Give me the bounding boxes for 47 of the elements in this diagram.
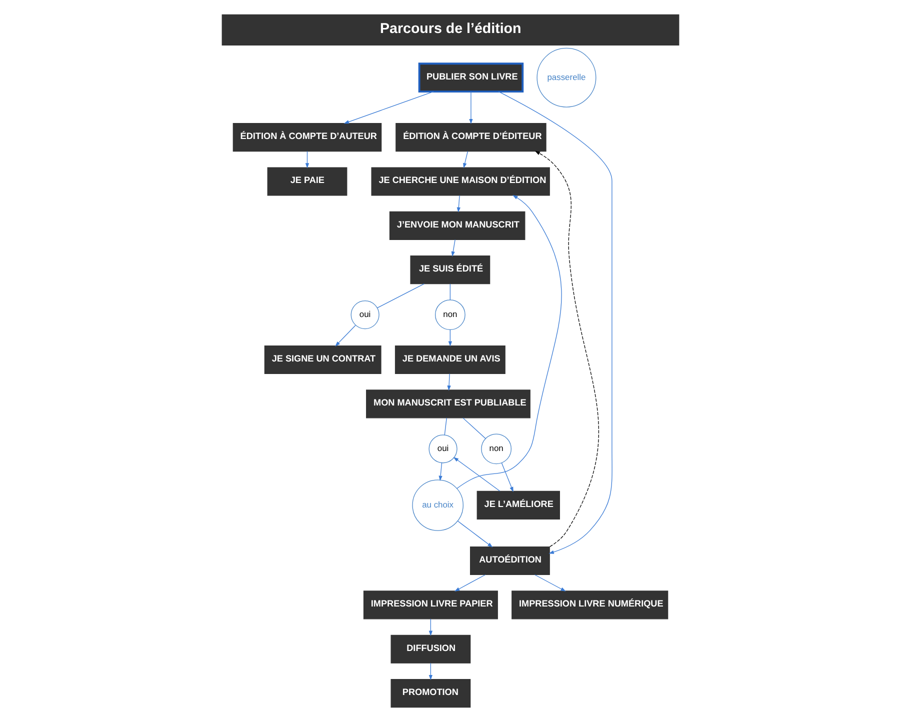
node-box: DIFFUSION <box>390 634 470 663</box>
arrow <box>498 90 612 554</box>
node-box: JE SIGNE UN CONTRAT <box>264 344 381 374</box>
arrow <box>438 462 442 480</box>
arrow <box>343 90 434 124</box>
connector <box>444 417 446 435</box>
node-box: PUBLIER SON LIVRE <box>418 62 524 92</box>
arrow <box>454 574 486 591</box>
arrow <box>448 328 452 346</box>
arrow <box>428 618 432 636</box>
arrow <box>534 574 566 591</box>
node-box: PROMOTION <box>390 678 470 708</box>
arrow <box>456 194 562 488</box>
node-box: JE L’AMÉLIORE <box>476 490 560 520</box>
arrow <box>428 662 432 680</box>
node-box: ÉDITION À COMPTE D’AUTEUR <box>232 122 382 152</box>
connector <box>376 283 424 308</box>
connector <box>449 283 450 300</box>
node-box: ÉDITION À COMPTE D’ÉDITEUR <box>395 122 546 152</box>
node-box: AUTOÉDITION <box>470 546 550 575</box>
arrow <box>456 194 460 212</box>
node-circle: au choix <box>412 479 463 530</box>
arrow <box>450 238 455 256</box>
node-circle: oui <box>350 300 379 329</box>
node-box: JE SUIS ÉDITÉ <box>410 255 490 284</box>
node-box: IMPRESSION LIVRE PAPIER <box>362 590 498 619</box>
diagram-title: Parcours de l’édition <box>380 20 521 36</box>
arrow <box>462 150 468 168</box>
node-box: JE PAIE <box>266 166 347 196</box>
node-box: JE CHERCHE UNE MAISON D’ÉDITION <box>370 166 550 196</box>
arrow <box>452 456 500 491</box>
arrow <box>534 150 598 546</box>
connector <box>462 417 486 438</box>
node-circle: non <box>434 299 465 330</box>
arrow <box>446 372 450 390</box>
node-box: JE DEMANDE UN AVIS <box>394 344 505 374</box>
node-box: J’ENVOIE MON MANUSCRIT <box>388 210 525 240</box>
arrow <box>500 462 513 492</box>
node-circle: passerelle <box>536 47 596 107</box>
arrow <box>304 150 309 168</box>
arrow <box>468 90 472 124</box>
node-box: IMPRESSION LIVRE NUMÉRIQUE <box>511 590 668 619</box>
arrow <box>334 324 356 346</box>
node-box: MON MANUSCRIT EST PUBLIABLE <box>366 389 530 418</box>
arrow <box>456 520 492 547</box>
node-circle: oui <box>428 434 457 463</box>
node-circle: non <box>480 433 511 464</box>
